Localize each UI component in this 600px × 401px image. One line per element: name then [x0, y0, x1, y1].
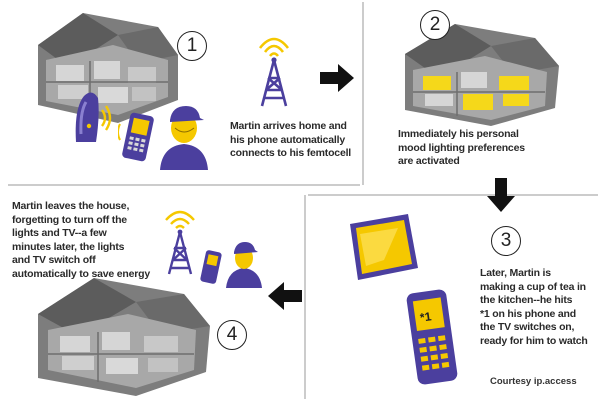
caption-line: and TV switch off — [12, 254, 96, 266]
caption-line: mood lighting preferences — [398, 141, 525, 154]
caption-line: forgetting to turn off the — [12, 213, 127, 226]
caption-line: Martin leaves the house, — [12, 200, 130, 212]
phone-icon — [118, 112, 154, 162]
step-2-caption: Immediately his personal mood lighting p… — [398, 128, 568, 169]
caption-line: Immediately his personal — [398, 128, 519, 140]
step-number-4: 4 — [217, 320, 247, 350]
cell-tower-icon — [165, 210, 195, 275]
phone-large-icon — [406, 289, 458, 385]
tv-icon — [350, 214, 418, 280]
caption-line: the TV switches on, — [480, 321, 575, 333]
caption-line: ready for him to watch — [480, 334, 588, 347]
caption-line: Later, Martin is — [480, 267, 551, 279]
arrow-right-icon — [320, 64, 354, 92]
caption-line: minutes later, the lights — [12, 240, 125, 253]
person-icon — [160, 106, 208, 170]
step-number-1: 1 — [177, 31, 207, 61]
arrow-left-icon — [268, 282, 302, 310]
phone-screen-text: *1 — [419, 309, 433, 325]
step-number-2: 2 — [420, 10, 450, 40]
credit-text: Courtesy ip.access — [490, 376, 577, 387]
step-number-3: 3 — [491, 226, 521, 256]
caption-line: making a cup of tea in — [480, 280, 586, 293]
caption-line: are activated — [398, 155, 460, 167]
caption-line: connects to his femtocell — [230, 147, 352, 159]
caption-line: lights and TV--a few — [12, 227, 107, 239]
person-icon — [226, 242, 262, 288]
caption-line: his phone automatically — [230, 133, 346, 146]
phone-icon — [200, 250, 222, 284]
femtocell-device-icon — [75, 92, 112, 142]
step-4-caption: Martin leaves the house, forgetting to t… — [12, 200, 162, 281]
arrow-down-icon — [487, 178, 515, 212]
step-1-caption: Martin arrives home and his phone automa… — [230, 120, 370, 161]
cell-tower-icon — [258, 37, 290, 107]
house-icon — [38, 13, 178, 123]
caption-line: Martin arrives home and — [230, 120, 347, 132]
house-icon — [38, 278, 210, 396]
caption-line: *1 on his phone and — [480, 307, 576, 320]
caption-line: automatically to save energy — [12, 267, 150, 280]
step-3-caption: Later, Martin is making a cup of tea in … — [480, 267, 598, 348]
house-lit-icon — [405, 24, 559, 126]
caption-line: the kitchen--he hits — [480, 294, 573, 306]
